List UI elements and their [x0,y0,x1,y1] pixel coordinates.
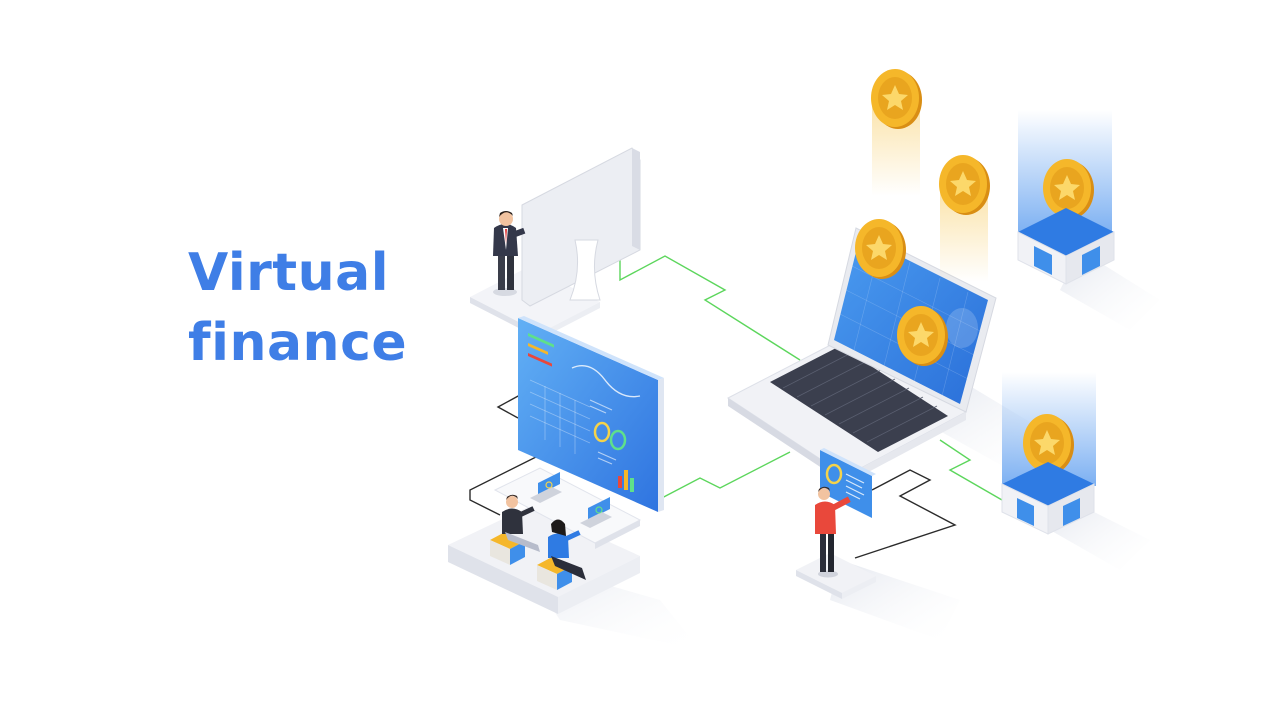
dashboard-grid [529,379,591,454]
presenter-tablet [820,448,876,518]
headline: Virtual finance [188,238,407,378]
stool-left [490,532,525,565]
headline-line-2: finance [188,313,408,373]
laptop-keyboard [770,346,948,452]
dark-connector-dashboard [496,394,521,419]
dashboard-bar-chart [618,470,634,492]
operator-woman [548,519,586,580]
dashboard-donuts [593,421,627,451]
businessman [493,211,526,296]
dashboard-line-chart [571,365,641,398]
network-connectors [469,228,1003,559]
coin-pedestal-top [1017,110,1115,285]
green-connector-monitor-laptop [619,228,801,361]
dark-connector-presenter [854,469,957,559]
operator-man [502,494,540,552]
stool-right [537,557,572,590]
operators-desk [448,467,642,614]
coin-pedestal-bottom [1001,372,1096,535]
monitor-back [521,147,641,307]
desk-laptop-right [580,497,612,528]
green-connector-laptop-pedestal [939,439,1003,501]
dashboard-legend [528,333,554,367]
presenter [815,486,851,578]
laptop-coin-reflection [946,308,978,348]
floating-coins [855,69,990,366]
analytics-dashboard [518,316,664,512]
dashboard-text-lines [589,399,617,465]
headline-line-1: Virtual [188,243,390,303]
laptop-keys [782,351,938,443]
desk-laptop-left [530,472,562,503]
dark-connector-desk [469,454,541,516]
green-connector-dashboard-laptop [657,451,791,501]
